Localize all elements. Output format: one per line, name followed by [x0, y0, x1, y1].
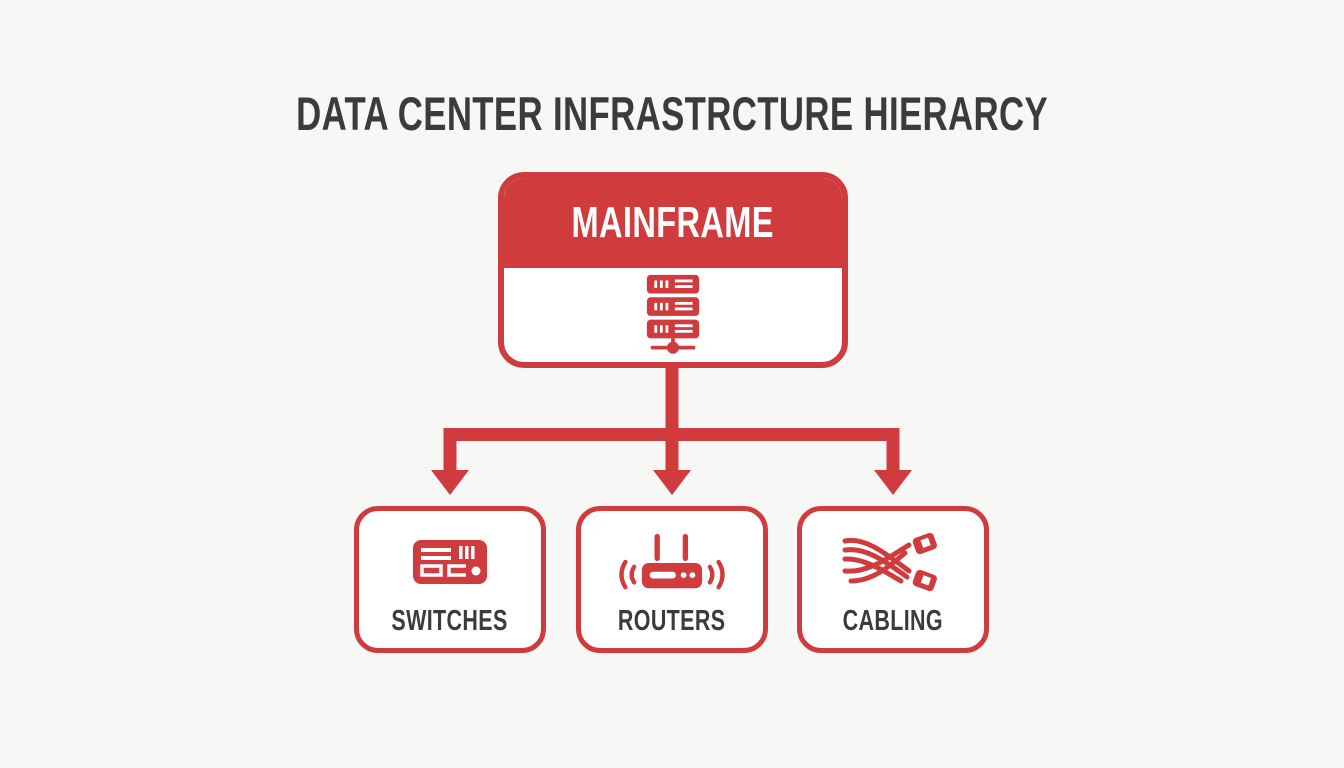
network-cables-icon	[842, 532, 937, 592]
node-routers-icon-slot	[618, 521, 726, 603]
node-cabling-label: CABLING	[842, 605, 944, 637]
node-mainframe-label: MAINFRAME	[571, 198, 775, 247]
arrow-down-left	[431, 470, 469, 495]
network-switch-icon	[413, 540, 487, 584]
node-routers-label: ROUTERS	[618, 605, 726, 637]
node-switches: SWITCHES	[354, 506, 546, 653]
node-mainframe: MAINFRAME	[498, 172, 848, 368]
server-rack-icon	[646, 274, 700, 354]
diagram-title: DATA CENTER INFRASTRCTURE HIERARCY	[0, 86, 1344, 141]
node-mainframe-body	[504, 268, 842, 362]
node-routers: ROUTERS	[576, 506, 768, 653]
wireless-router-icon	[619, 533, 725, 590]
branch-arrows	[431, 362, 912, 495]
node-mainframe-header: MAINFRAME	[504, 178, 842, 268]
arrow-down-center	[653, 470, 691, 495]
node-switches-icon-slot	[411, 521, 489, 603]
arrow-down-right	[874, 470, 912, 495]
node-switches-label: SWITCHES	[391, 605, 509, 637]
node-cabling: CABLING	[797, 506, 989, 653]
diagram-title-text: DATA CENTER INFRASTRCTURE HIERARCY	[296, 87, 1048, 140]
node-cabling-icon-slot	[841, 521, 945, 603]
